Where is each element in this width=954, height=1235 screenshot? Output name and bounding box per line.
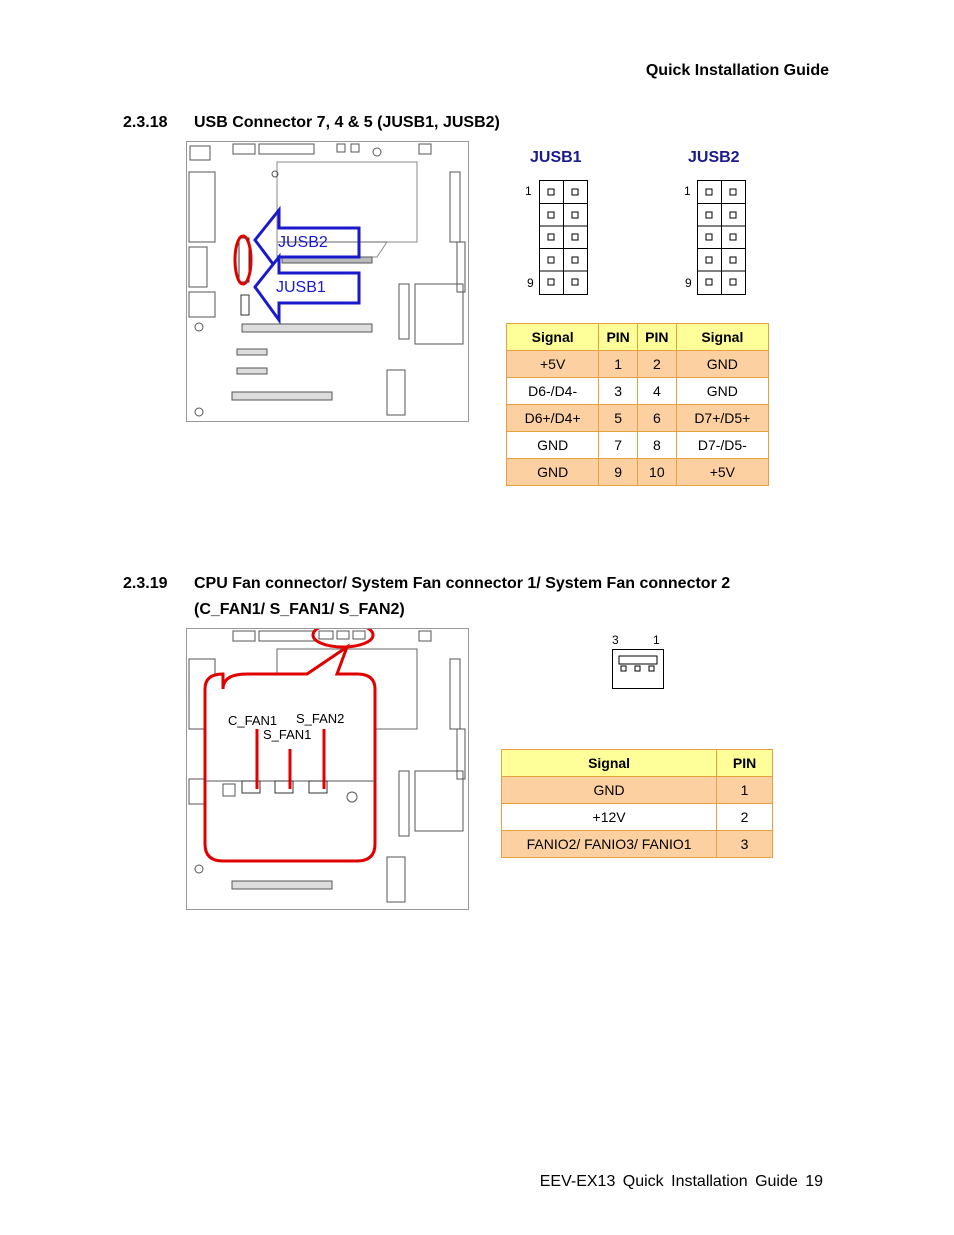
fan-pin-table: Signal PIN GND 1 +12V 2 FANIO2/ FANIO3/ …: [500, 749, 773, 858]
jusb2-title: JUSB2: [688, 149, 740, 166]
motherboard-diagram-fan: C_FAN1 S_FAN2 S_FAN1: [186, 628, 469, 910]
jusb1-arrow: [253, 252, 361, 325]
table-cell: D6-/D4-: [505, 377, 600, 405]
table-header-row: Signal PIN PIN Signal: [505, 323, 770, 351]
table-cell: GND: [675, 350, 770, 378]
jusb1-pin-first: 1: [525, 184, 532, 198]
fan-connector-shape: [618, 655, 658, 672]
table-cell: 1: [598, 350, 638, 378]
table-header-row: Signal PIN: [500, 749, 773, 777]
usb-pin-table: Signal PIN PIN Signal +5V 1 2 GND D6-/D4…: [505, 323, 770, 486]
board-layout-drawing: [188, 143, 466, 417]
jusb2-pin-first: 1: [684, 184, 691, 198]
table-cell: GND: [505, 431, 600, 459]
table-cell: 8: [636, 431, 677, 459]
table-cell: GND: [505, 458, 600, 486]
table-cell: GND: [500, 776, 718, 804]
table-cell: 10: [636, 458, 677, 486]
jusb2-pin-last: 9: [685, 276, 692, 290]
fan-connector-drawing: [612, 649, 664, 689]
page-footer: EEV-EX13 Quick Installation Guide 19: [539, 1173, 823, 1190]
table-cell: 7: [598, 431, 638, 459]
table-cell: +12V: [500, 803, 718, 831]
table-cell: 2: [716, 803, 773, 831]
motherboard-diagram: JUSB2 JUSB1: [186, 141, 469, 422]
jusb2-pin-header: [697, 180, 746, 295]
table-row: FANIO2/ FANIO3/ FANIO1 3: [500, 830, 773, 858]
table-row: D6+/D4+ 5 6 D7+/D5+: [505, 404, 770, 432]
section-title-line2: (C_FAN1/ S_FAN1/ S_FAN2): [194, 601, 405, 618]
column-header: PIN: [716, 749, 773, 777]
table-cell: +5V: [675, 458, 770, 486]
table-cell: +5V: [505, 350, 600, 378]
table-cell: 3: [598, 377, 638, 405]
jusb2-pin-grid: [698, 181, 745, 294]
table-cell: D6+/D4+: [505, 404, 600, 432]
jusb1-pin-grid: [540, 181, 587, 294]
fan-pin-right-label: 1: [653, 633, 660, 647]
table-cell: GND: [675, 377, 770, 405]
s-fan2-label: S_FAN2: [296, 711, 345, 726]
table-cell: 9: [598, 458, 638, 486]
table-cell: 5: [598, 404, 638, 432]
table-cell: D7-/D5-: [675, 431, 770, 459]
s-fan1-label: S_FAN1: [263, 727, 312, 742]
column-header: PIN: [636, 323, 677, 351]
table-row: +5V 1 2 GND: [505, 350, 770, 378]
section-title: USB Connector 7, 4 & 5 (JUSB1, JUSB2): [194, 114, 500, 131]
jusb1-title: JUSB1: [530, 149, 582, 166]
table-cell: D7+/D5+: [675, 404, 770, 432]
table-cell: 4: [636, 377, 677, 405]
table-row: D6-/D4- 3 4 GND: [505, 377, 770, 405]
table-row: +12V 2: [500, 803, 773, 831]
section-title: CPU Fan connector/ System Fan connector …: [194, 575, 731, 592]
table-cell: 1: [716, 776, 773, 804]
jusb1-pin-header: [539, 180, 588, 295]
table-cell: FANIO2/ FANIO3/ FANIO1: [500, 830, 718, 858]
fan-pin-left-label: 3: [612, 633, 619, 647]
c-fan1-label: C_FAN1: [228, 713, 278, 728]
jusb-highlight-ellipse: [233, 234, 253, 286]
table-cell: 3: [716, 830, 773, 858]
table-cell: 6: [636, 404, 677, 432]
table-cell: 2: [636, 350, 677, 378]
jusb2-callout-label: JUSB2: [278, 234, 328, 251]
page-header: Quick Installation Guide: [645, 62, 829, 79]
fan-highlight-ellipse: [311, 629, 375, 649]
table-row: GND 7 8 D7-/D5-: [505, 431, 770, 459]
section-number: 2.3.18: [123, 114, 168, 131]
jusb1-pin-last: 9: [527, 276, 534, 290]
column-header: Signal: [675, 323, 770, 351]
column-header: Signal: [500, 749, 718, 777]
section-number: 2.3.19: [123, 575, 168, 592]
table-row: GND 9 10 +5V: [505, 458, 770, 486]
column-header: PIN: [598, 323, 638, 351]
column-header: Signal: [505, 323, 600, 351]
jusb1-callout-label: JUSB1: [276, 279, 326, 296]
table-row: GND 1: [500, 776, 773, 804]
board-layout-drawing: [188, 629, 466, 903]
